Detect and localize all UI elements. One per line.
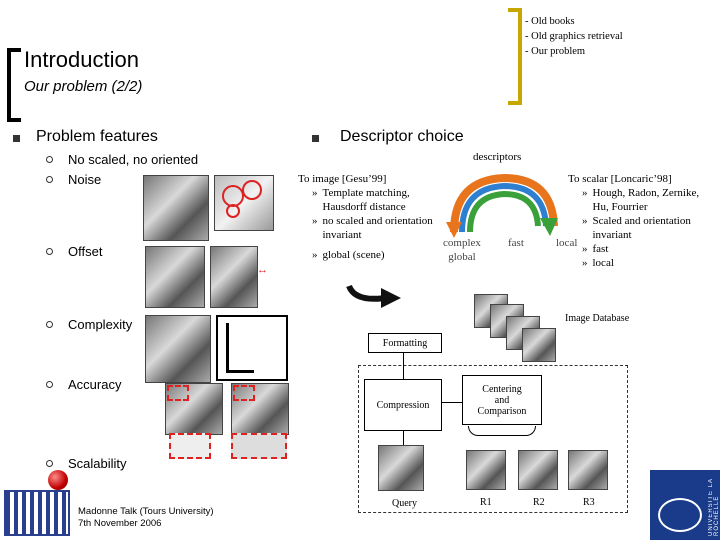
connector-line <box>403 353 404 379</box>
result-image <box>466 450 506 490</box>
features-heading: Problem features <box>36 128 158 145</box>
chevron-right-icon: » <box>582 187 588 199</box>
accuracy-highlight <box>167 385 189 401</box>
query-image <box>378 445 424 491</box>
agenda-list: - Old books - Old graphics retrieval - O… <box>525 14 623 59</box>
image-descriptor-block: To image [Gesu’99] » Template matching, H… <box>298 172 448 262</box>
tours-university-logo <box>4 490 70 536</box>
formatting-box: Formatting <box>368 333 442 353</box>
curved-arrow-icon <box>346 284 401 308</box>
accuracy-detail <box>231 433 287 459</box>
circle-bullet-icon <box>46 156 53 163</box>
circle-bullet-icon <box>46 176 53 183</box>
feature-item: Complexity <box>68 317 133 332</box>
lettrine-image <box>145 246 205 308</box>
square-bullet-icon <box>13 135 20 142</box>
offset-arrow-icon: ↔ <box>257 264 268 276</box>
lettrine-image <box>165 383 223 435</box>
agenda-item: - Old graphics retrieval <box>525 31 623 42</box>
feature-item: Scalability <box>68 456 127 471</box>
square-bullet-icon <box>312 135 319 142</box>
centering-line: and <box>494 394 510 406</box>
feature-item: Offset <box>68 244 103 259</box>
chevron-right-icon: » <box>582 215 588 227</box>
results-brace <box>468 426 536 436</box>
scalar-descriptor-item: fast <box>592 243 609 255</box>
page-subtitle: Our problem (2/2) <box>24 78 143 95</box>
image-descriptor-item: global (scene) <box>322 249 385 261</box>
noise-highlight <box>242 180 262 200</box>
scalar-descriptor-item: Hough, Radon, Zernike, Hu, Fourrier <box>592 187 700 213</box>
centering-line: Comparison <box>477 405 527 417</box>
mid-left-label: complex global <box>443 236 481 264</box>
noise-highlight <box>226 204 240 218</box>
image-descriptor-title: To image [Gesu’99] <box>298 173 387 185</box>
title-bracket <box>7 48 21 122</box>
footer-line: 7th November 2006 <box>78 518 162 529</box>
scalar-descriptor-item: Scaled and orientation invariant <box>592 215 691 241</box>
descriptor-heading: Descriptor choice <box>340 128 464 145</box>
page-title: Introduction <box>24 47 139 72</box>
red-ball-icon <box>48 470 68 490</box>
compression-box: Compression <box>364 379 442 431</box>
chevron-right-icon: » <box>312 215 318 227</box>
mid-left-line: complex <box>443 237 481 249</box>
database-image <box>522 328 556 362</box>
result-label: R2 <box>533 497 545 508</box>
result-label: R3 <box>583 497 595 508</box>
mid-left-line: global <box>448 251 476 263</box>
logo-emblem-icon <box>658 498 702 532</box>
lettrine-image-complex <box>145 315 211 383</box>
circle-bullet-icon <box>46 321 53 328</box>
centering-box: Centering and Comparison <box>462 375 542 425</box>
lettrine-image <box>143 175 209 241</box>
logo-wordmark: UNIVERSITÉ LA ROCHELLE <box>708 478 718 536</box>
mid-local-label: local <box>556 237 578 249</box>
lettrine-image-simple <box>216 315 288 381</box>
footer-line: Madonne Talk (Tours University) <box>78 506 214 517</box>
agenda-item: - Old books <box>525 16 575 27</box>
feature-item: Noise <box>68 172 102 187</box>
connector-line <box>403 431 404 445</box>
centering-line: Centering <box>482 383 522 395</box>
arc-label: descriptors <box>473 151 522 163</box>
toplist-bracket <box>508 8 522 105</box>
accuracy-highlight <box>233 385 255 401</box>
circle-bullet-icon <box>46 460 53 467</box>
chevron-right-icon: » <box>582 243 588 255</box>
agenda-item: - Our problem <box>525 46 586 57</box>
chevron-right-icon: » <box>582 257 588 269</box>
chevron-right-icon: » <box>312 187 318 199</box>
pipeline-frame <box>358 365 628 513</box>
la-rochelle-logo: UNIVERSITÉ LA ROCHELLE <box>650 470 720 540</box>
image-database-label: Image Database <box>565 313 630 324</box>
scalar-descriptor-title: To scalar [Loncaric’98] <box>568 173 672 185</box>
result-label: R1 <box>480 497 492 508</box>
scalar-descriptor-item: local <box>592 257 614 269</box>
feature-item: Accuracy <box>68 377 122 392</box>
mid-fast-label: fast <box>508 237 524 249</box>
image-descriptor-item: no scaled and orientation invariant <box>322 215 433 241</box>
result-image <box>518 450 558 490</box>
connector-line <box>442 402 462 403</box>
accuracy-detail <box>169 433 211 459</box>
feature-item: No scaled, no oriented <box>68 152 199 167</box>
descriptor-arc-icon <box>446 173 558 238</box>
image-descriptor-item: Template matching, Hausdorff distance <box>322 187 410 213</box>
scalar-descriptor-block: To scalar [Loncaric’98] » Hough, Radon, Z… <box>568 172 718 270</box>
query-label: Query <box>392 498 417 509</box>
lettrine-image-offset <box>210 246 258 308</box>
circle-bullet-icon <box>46 381 53 388</box>
result-image <box>568 450 608 490</box>
chevron-right-icon: » <box>312 249 318 261</box>
circle-bullet-icon <box>46 248 53 255</box>
footer-text: Madonne Talk (Tours University) 7th Nove… <box>78 506 214 530</box>
